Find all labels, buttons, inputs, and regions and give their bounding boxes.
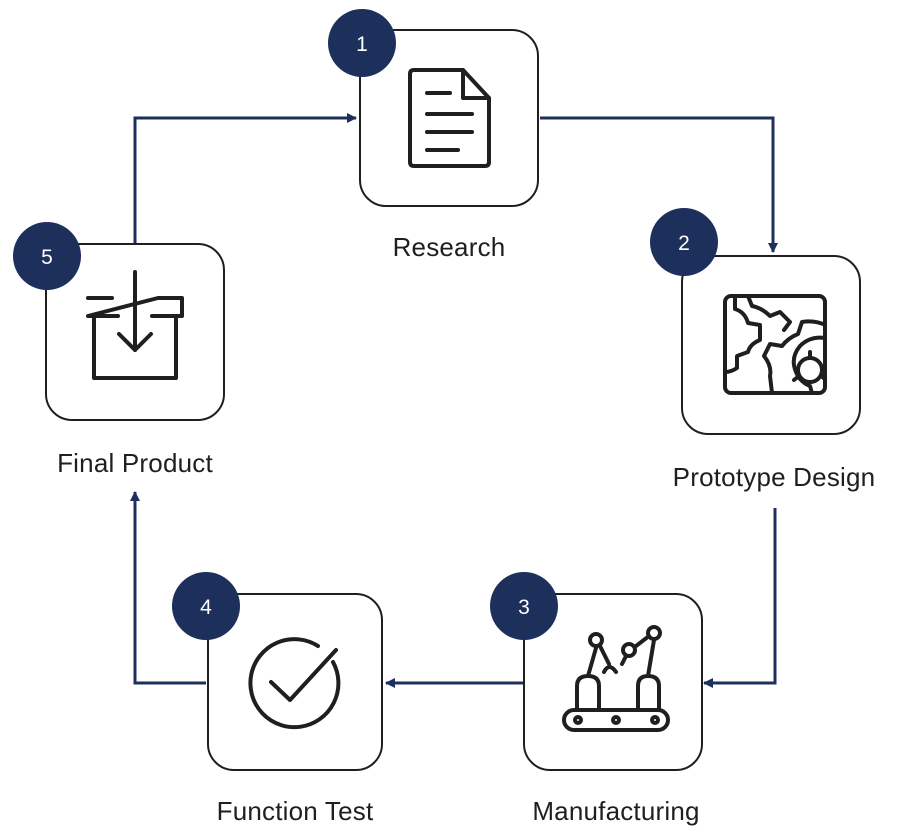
step-label-manufacturing: Manufacturing bbox=[532, 796, 700, 826]
step-research: 1 bbox=[328, 9, 539, 207]
step-box bbox=[207, 593, 383, 771]
check-circle-icon bbox=[248, 637, 341, 730]
document-icon bbox=[408, 68, 491, 168]
step-number-badge bbox=[172, 572, 240, 640]
step-label-function-test: Function Test bbox=[216, 796, 374, 826]
step-number-badge bbox=[650, 208, 718, 276]
connector-arrows bbox=[130, 113, 778, 688]
step-number: 2 bbox=[678, 232, 690, 255]
robotic-assembly-line-icon bbox=[562, 625, 670, 732]
step-number: 1 bbox=[356, 33, 368, 56]
step-number: 5 bbox=[41, 246, 53, 269]
step-label-prototype-design: Prototype Design bbox=[672, 462, 876, 492]
arrow-final-to-research bbox=[133, 113, 357, 244]
step-number-badge bbox=[13, 222, 81, 290]
step-manufacturing: 3 bbox=[490, 572, 703, 771]
step-label-research: Research bbox=[392, 232, 506, 262]
arrow-prototype-to-manufacturing bbox=[703, 508, 777, 688]
step-final-product: 5 bbox=[13, 222, 225, 421]
arrow-test-to-final bbox=[130, 491, 206, 685]
box-download-icon bbox=[86, 270, 184, 380]
arrow-research-to-prototype bbox=[540, 116, 778, 253]
step-label-final-product: Final Product bbox=[57, 448, 213, 478]
step-number-badge bbox=[490, 572, 558, 640]
step-number: 4 bbox=[200, 596, 212, 619]
gears-blueprint-icon bbox=[723, 294, 827, 395]
step-number-badge bbox=[328, 9, 396, 77]
step-number: 3 bbox=[518, 596, 530, 619]
step-prototype-design: 2 bbox=[650, 208, 861, 435]
step-function-test: 4 bbox=[172, 572, 383, 771]
step-box bbox=[359, 29, 539, 207]
